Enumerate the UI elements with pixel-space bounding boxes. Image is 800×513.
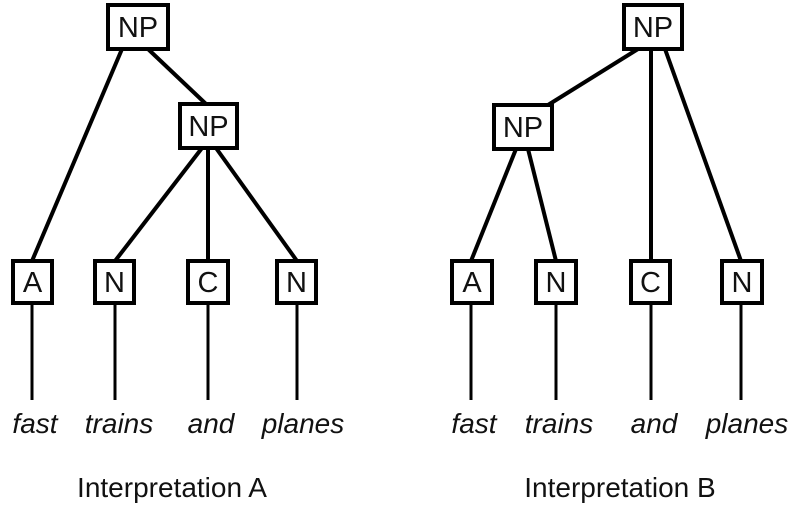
- node-label-b-leaf-n2: N: [732, 267, 753, 299]
- caption-interpretation-b: Interpretation B: [524, 472, 715, 503]
- tree-edge-b-edge-subnp-to-a: [469, 148, 518, 262]
- word-b-word-trains: trains: [525, 408, 593, 439]
- node-box-a-leaf-n1[interactable]: [93, 259, 136, 305]
- word-a-word-trains: trains: [85, 408, 153, 439]
- node-label-a-leaf-c: C: [198, 267, 219, 299]
- node-box-a-root-np[interactable]: [106, 3, 170, 51]
- node-label-a-leaf-n1: N: [104, 267, 125, 299]
- word-b-word-fast: fast: [451, 408, 497, 439]
- node-label-a-leaf-n2: N: [286, 267, 307, 299]
- tree-edge-b-edge-subnp-to-n1: [526, 148, 558, 262]
- node-label-a-root-np: NP: [118, 12, 158, 44]
- node-box-a-leaf-c[interactable]: [186, 259, 230, 305]
- node-label-b-sub-np: NP: [503, 112, 543, 144]
- node-box-a-leaf-n2[interactable]: [275, 259, 318, 305]
- node-label-b-root-np: NP: [633, 12, 673, 44]
- word-a-word-planes: planes: [261, 408, 345, 439]
- node-label-a-sub-np: NP: [188, 111, 228, 143]
- node-box-a-leaf-a[interactable]: [11, 259, 54, 305]
- word-a-word-fast: fast: [12, 408, 58, 439]
- node-box-b-leaf-n1[interactable]: [534, 259, 578, 305]
- node-label-b-leaf-a: A: [462, 267, 482, 299]
- node-label-b-leaf-n1: N: [546, 267, 567, 299]
- tree-edge-b-edge-root-to-n2: [663, 48, 743, 262]
- node-box-b-root-np[interactable]: [622, 3, 684, 51]
- tree-edge-a-edge-root-to-a: [30, 48, 124, 262]
- node-box-b-leaf-n2[interactable]: [720, 259, 764, 305]
- node-box-a-sub-np[interactable]: [178, 102, 239, 150]
- word-b-word-planes: planes: [705, 408, 789, 439]
- word-a-word-and: and: [188, 408, 236, 439]
- node-label-b-leaf-c: C: [640, 267, 661, 299]
- tree-edge-a-edge-root-to-subnp: [146, 47, 208, 106]
- node-box-b-leaf-c[interactable]: [629, 259, 672, 305]
- node-box-b-leaf-a[interactable]: [450, 259, 494, 305]
- caption-interpretation-a: Interpretation A: [77, 472, 267, 503]
- word-b-word-and: and: [631, 408, 679, 439]
- tree-edge-a-edge-subnp-to-n1: [113, 146, 204, 263]
- tree-edge-a-edge-subnp-to-n2: [214, 146, 299, 263]
- node-box-b-sub-np[interactable]: [492, 103, 554, 151]
- node-label-a-leaf-a: A: [23, 267, 43, 299]
- tree-edge-b-edge-root-to-subnp: [546, 47, 640, 107]
